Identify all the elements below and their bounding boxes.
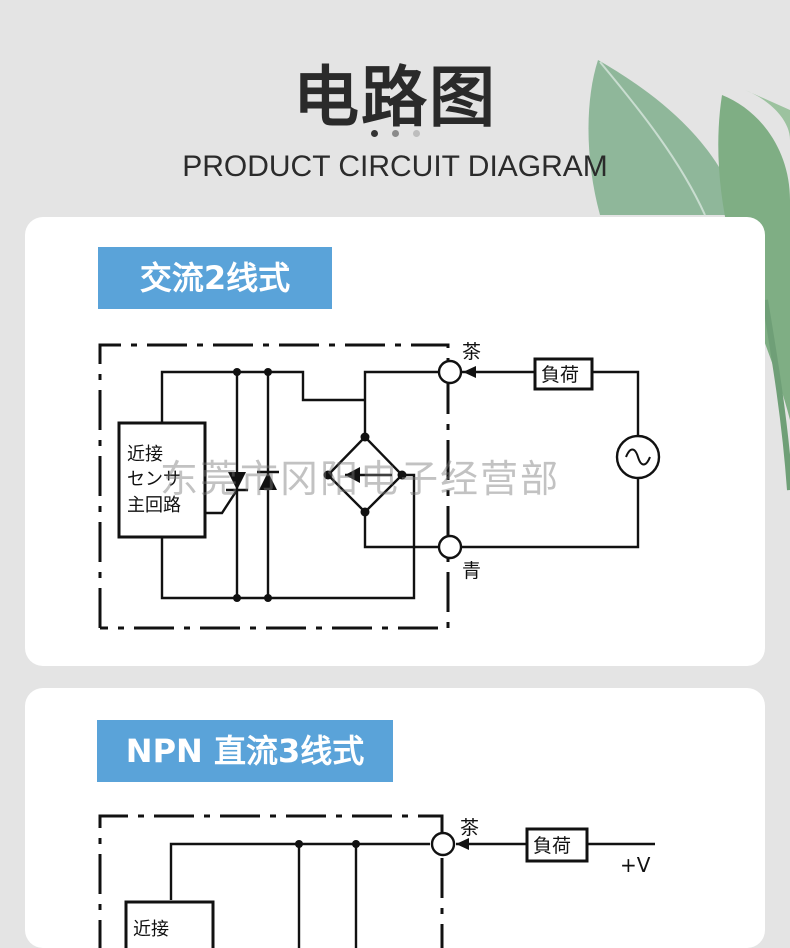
page-title: 电路图 bbox=[293, 59, 497, 136]
thyristor-icon bbox=[228, 472, 246, 490]
section-label-npn3: NPN 直流3线式 bbox=[97, 720, 393, 782]
sensor-text-npn: 近接 bbox=[133, 919, 169, 940]
load-box bbox=[533, 357, 594, 391]
terminal-blue-label: 青 bbox=[462, 560, 481, 582]
page-subtitle: PRODUCT CIRCUIT DIAGRAM bbox=[182, 150, 608, 183]
terminal-brown bbox=[437, 359, 463, 385]
terminal-brown-npn bbox=[430, 831, 456, 857]
sensor-text-1: 近接 bbox=[127, 444, 163, 465]
circuit-diagram-ac2: 近接 センサ 主回路 茶 青 負荷 bbox=[98, 341, 661, 630]
dot-1 bbox=[370, 130, 378, 137]
terminal-brown-npn-label: 茶 bbox=[460, 817, 479, 839]
sensor-main-circuit-box bbox=[117, 421, 207, 539]
circuit-card-npn3: NPN 直流3线式 近接 茶 負荷 +V bbox=[25, 688, 765, 948]
watermark-text: 东莞市冈阳电子经营部 bbox=[160, 457, 561, 501]
load-label: 負荷 bbox=[541, 364, 579, 386]
load-box-npn bbox=[525, 827, 589, 863]
title-dots bbox=[0, 130, 790, 137]
sensor-text-3: 主回路 bbox=[127, 495, 181, 516]
current-arrow-npn-icon bbox=[456, 838, 469, 850]
zener-diode-icon bbox=[259, 472, 277, 490]
terminal-blue bbox=[437, 534, 463, 560]
supply-label: +V bbox=[620, 853, 651, 877]
dot-3 bbox=[412, 130, 420, 137]
current-arrow-icon bbox=[463, 366, 476, 378]
circuit-diagram-npn3: 近接 茶 負荷 +V bbox=[98, 814, 655, 948]
section-label-ac2: 交流2线式 bbox=[98, 247, 332, 309]
terminal-brown-label: 茶 bbox=[462, 341, 481, 363]
load-label-npn: 負荷 bbox=[533, 835, 571, 857]
bridge-arrow-icon bbox=[345, 467, 360, 483]
sensor-text-2: センサ bbox=[127, 469, 181, 490]
circuit-card-ac2: 交流2线式 近接 センサ 主回路 bbox=[25, 217, 765, 666]
dot-2 bbox=[391, 130, 399, 137]
